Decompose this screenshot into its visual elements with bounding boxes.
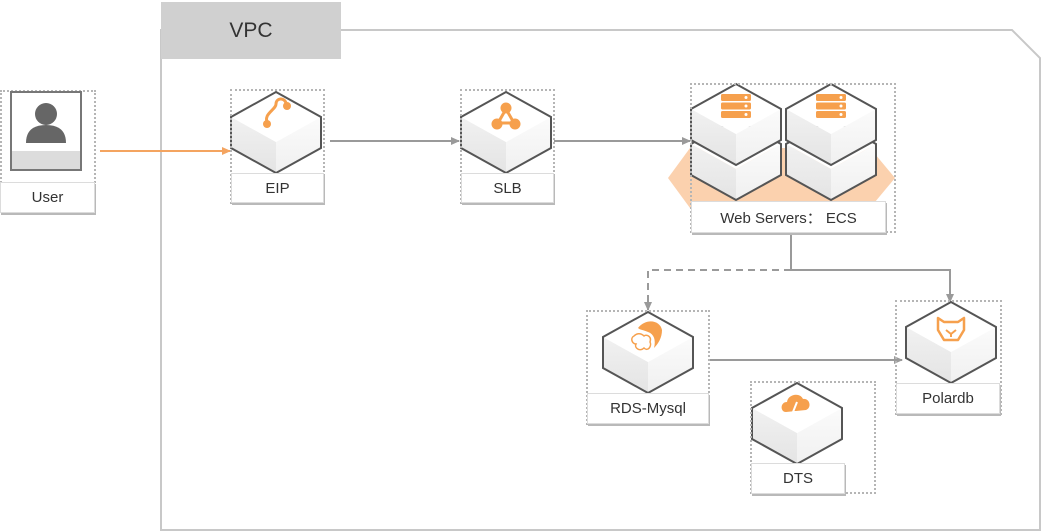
edge-ecs-rds xyxy=(644,269,791,311)
ecs-cube-front-right[interactable] xyxy=(785,82,877,167)
slb-label: SLB xyxy=(461,173,554,203)
polardb-bear-icon xyxy=(936,316,966,342)
mysql-dolphin-icon xyxy=(631,321,662,351)
ecs-label: Web Servers： ECS xyxy=(691,201,886,233)
edge-ecs-polardb xyxy=(790,232,954,303)
polardb-label: Polardb xyxy=(896,383,1000,414)
rds-label: RDS-Mysql xyxy=(587,393,709,424)
polardb-cube[interactable] xyxy=(905,300,997,385)
slb-triangle-nodes-icon xyxy=(491,102,521,130)
server-rack-icon xyxy=(721,94,751,118)
user-label: User xyxy=(0,182,95,213)
server-rack-icon xyxy=(816,94,846,118)
user-icon xyxy=(12,103,80,169)
vpc-title: VPC xyxy=(161,2,341,59)
user-node[interactable] xyxy=(10,91,82,171)
dts-cloud-bolt-icon xyxy=(781,394,810,423)
slb-node-frame xyxy=(460,89,555,204)
rds-node-frame xyxy=(586,310,710,425)
eip-node-frame xyxy=(230,89,325,204)
dts-label: DTS xyxy=(751,463,845,494)
rds-cube[interactable] xyxy=(602,310,694,395)
vpc-group-border xyxy=(160,29,1041,531)
eip-label: EIP xyxy=(231,173,324,203)
eip-plug-icon xyxy=(263,97,291,128)
polardb-node-frame xyxy=(895,300,1002,415)
